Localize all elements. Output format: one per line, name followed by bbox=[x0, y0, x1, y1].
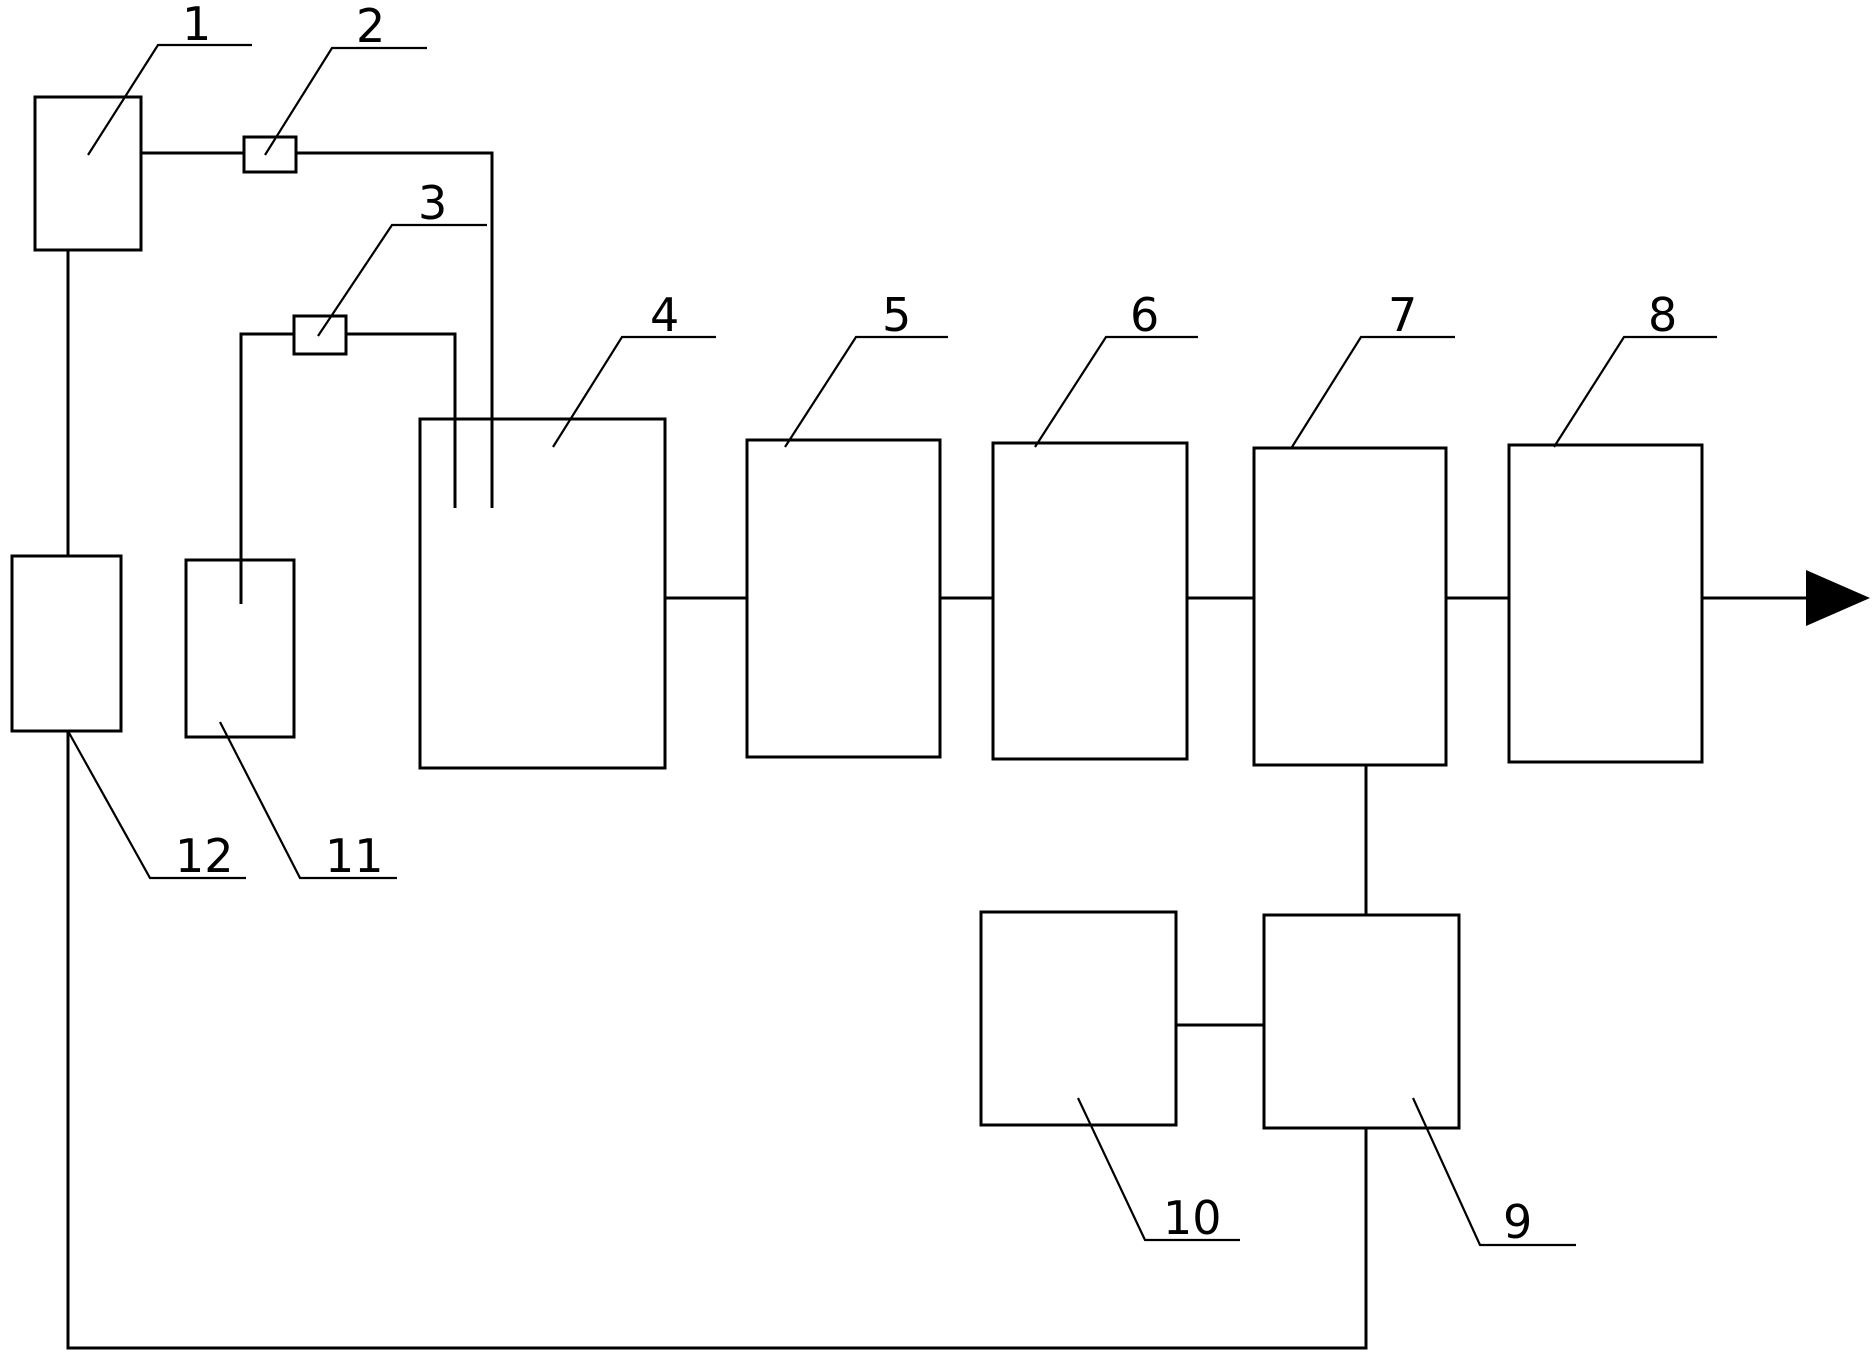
wire-11-to-3 bbox=[239, 332, 294, 604]
leader-2 bbox=[264, 46, 427, 156]
component-3-valve bbox=[292, 314, 348, 356]
label-12: 12 bbox=[175, 829, 234, 883]
component-4-box bbox=[418, 417, 667, 770]
component-8-box bbox=[1507, 443, 1704, 764]
label-6: 6 bbox=[1130, 288, 1159, 342]
wire-3-to-4 bbox=[346, 332, 457, 508]
leader-12 bbox=[67, 730, 246, 880]
label-10: 10 bbox=[1163, 1191, 1222, 1245]
output-arrow-icon bbox=[1806, 570, 1870, 626]
component-9-box bbox=[1262, 913, 1461, 1130]
leader-10 bbox=[1077, 1097, 1240, 1242]
leader-8 bbox=[1553, 335, 1717, 448]
component-1-box bbox=[33, 95, 143, 252]
label-7: 7 bbox=[1388, 288, 1417, 342]
component-2-valve bbox=[242, 135, 298, 174]
label-1: 1 bbox=[182, 0, 211, 51]
wire-2-to-4 bbox=[296, 151, 494, 508]
label-4: 4 bbox=[650, 288, 679, 342]
leader-11 bbox=[219, 721, 397, 880]
component-10-box bbox=[979, 910, 1178, 1127]
leader-1 bbox=[87, 43, 252, 156]
leader-7 bbox=[1291, 335, 1455, 448]
wire-9-to-12-loop bbox=[66, 731, 1368, 1350]
label-9: 9 bbox=[1503, 1195, 1532, 1249]
leader-4 bbox=[552, 335, 716, 448]
label-3: 3 bbox=[418, 176, 447, 230]
label-5: 5 bbox=[882, 288, 911, 342]
label-8: 8 bbox=[1648, 288, 1677, 342]
leader-3 bbox=[317, 223, 487, 337]
leader-5 bbox=[784, 335, 948, 448]
leader-6 bbox=[1034, 335, 1198, 448]
leader-9 bbox=[1411, 1097, 1576, 1247]
component-6-box bbox=[991, 441, 1189, 761]
component-12-box bbox=[10, 554, 123, 733]
component-5-box bbox=[745, 438, 942, 759]
label-2: 2 bbox=[356, 0, 385, 53]
label-11: 11 bbox=[325, 829, 384, 883]
component-7-box bbox=[1252, 446, 1448, 767]
